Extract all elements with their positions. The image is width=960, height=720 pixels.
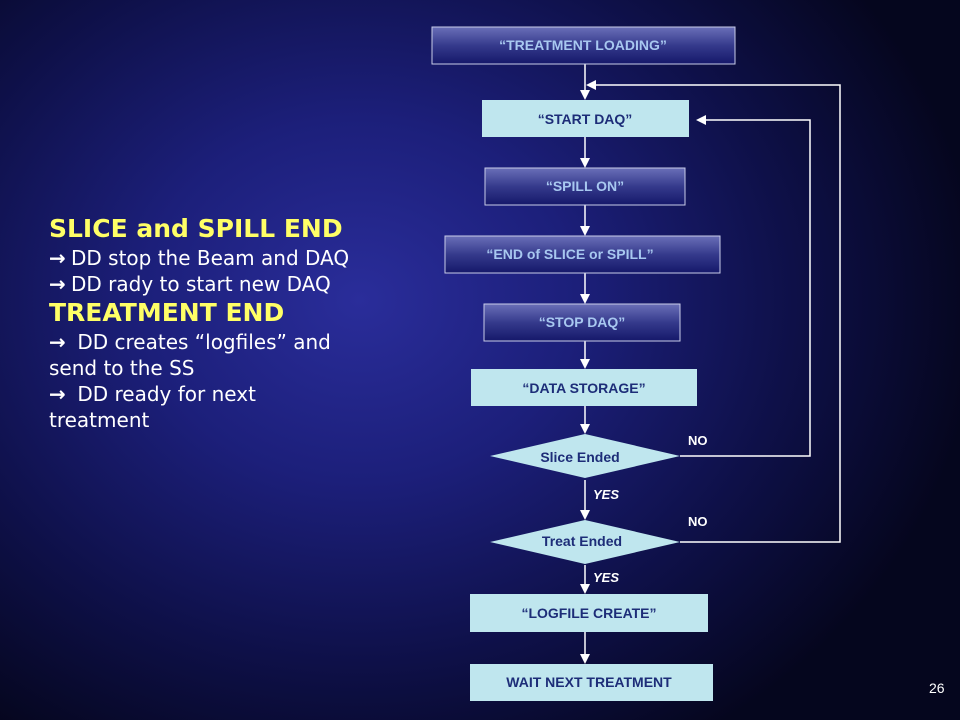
label-wait-next-treatment: WAIT NEXT TREATMENT (506, 674, 672, 690)
box-end-slice-spill (444, 235, 721, 274)
loop-treat-to-top (586, 80, 841, 543)
box-logfile-create (470, 594, 708, 632)
loop-slice-to-start-daq (680, 115, 811, 457)
label-spill-on: “SPILL ON” (546, 178, 624, 194)
arrow-right-icon: → (49, 246, 66, 270)
label-treat-ended: Treat Ended (542, 533, 622, 549)
box-data-storage (471, 369, 697, 406)
label-no-treat: NO (688, 514, 708, 529)
box-spill-on (484, 167, 686, 206)
label-data-storage: “DATA STORAGE” (522, 380, 645, 396)
text-line: →DD stop the Beam and DAQ (49, 245, 419, 271)
left-text-panel: SLICE and SPILL END →DD stop the Beam an… (49, 213, 419, 433)
page-number: 26 (929, 680, 945, 696)
connectors (580, 64, 841, 664)
box-treatment-loading (431, 26, 736, 65)
box-wait-next-treatment (470, 664, 713, 701)
diamond-treat-ended (490, 520, 680, 564)
arrow-right-icon: → (49, 382, 66, 406)
label-logfile-create: “LOGFILE CREATE” (521, 605, 656, 621)
line-stop-beam: DD stop the Beam and DAQ (71, 246, 350, 270)
arrow-right-icon: → (49, 330, 66, 354)
label-end-slice-spill: “END of SLICE or SPILL” (486, 246, 653, 262)
line-ready-next: DD ready for next (77, 382, 256, 406)
text-line: → DD ready for next (49, 381, 419, 407)
label-yes-slice: YES (593, 487, 619, 502)
text-line: → DD creates “logfiles” and (49, 329, 419, 355)
box-start-daq (482, 100, 689, 137)
line-ready-new-daq: DD rady to start new DAQ (71, 272, 331, 296)
label-stop-daq: “STOP DAQ” (539, 314, 626, 330)
arrow-right-icon: → (49, 272, 66, 296)
label-start-daq: “START DAQ” (538, 111, 633, 127)
box-stop-daq (483, 303, 681, 342)
diamond-slice-ended (490, 434, 680, 478)
line-treatment: treatment (49, 408, 150, 432)
label-slice-ended: Slice Ended (540, 449, 619, 465)
line-creates-logfiles: DD creates “logfiles” and (77, 330, 331, 354)
label-no-slice: NO (688, 433, 708, 448)
label-yes-treat: YES (593, 570, 619, 585)
text-line: →DD rady to start new DAQ (49, 271, 419, 297)
line-send-to-ss: send to the SS (49, 356, 195, 380)
heading-treatment-end: TREATMENT END (49, 298, 285, 327)
label-treatment-loading: “TREATMENT LOADING” (499, 37, 667, 53)
heading-slice-spill-end: SLICE and SPILL END (49, 214, 343, 243)
